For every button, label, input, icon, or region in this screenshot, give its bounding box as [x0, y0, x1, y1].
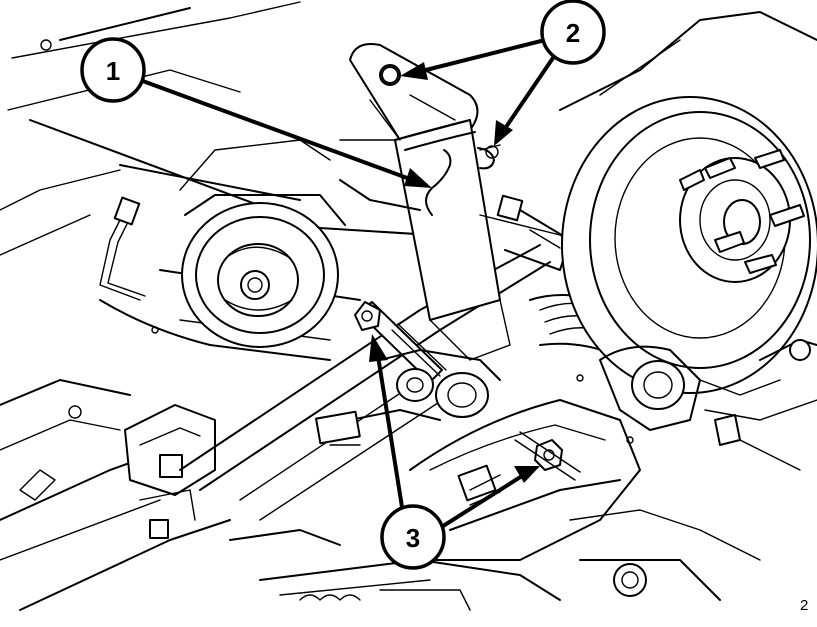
knuckle-right [599, 339, 817, 471]
knuckle-mount [315, 349, 501, 446]
upper-mount-clip [477, 147, 495, 170]
lower-frame-left [0, 326, 231, 611]
bushing-mount [181, 194, 346, 348]
callout-1-arrowhead [404, 168, 432, 188]
nut-lower [514, 431, 581, 481]
callout-3-arrowhead-bolt [369, 334, 388, 362]
shock-absorber [339, 43, 511, 361]
bracket-lower-left [124, 404, 216, 539]
callout-2-arrowhead-b [494, 120, 513, 146]
brake-line-left [99, 196, 146, 301]
callout-1-leader [138, 78, 420, 184]
callout-1-label: 1 [106, 56, 120, 86]
upper-mount-nut [381, 66, 399, 84]
callout-3-leader-bolt [376, 354, 404, 509]
callout-2-leader-b [502, 53, 557, 132]
callout-3-leader-nut [438, 474, 524, 530]
callout-2: 2 [381, 0, 606, 170]
frame-member-upper-left [0, 1, 301, 256]
lower-rack [229, 374, 761, 611]
figure-id: 2 [800, 597, 808, 614]
callout-3-circle [380, 504, 446, 570]
bolt-long [354, 301, 447, 383]
brake-rotor-hub [559, 11, 817, 394]
callout-2-circle [540, 0, 606, 65]
callout-2-label: 2 [566, 18, 580, 48]
callout-3-label: 3 [406, 523, 420, 553]
hose-clip-curl [425, 149, 452, 216]
callout-2-leader-a [416, 38, 547, 74]
callout-3-arrowhead-nut [514, 466, 540, 483]
callout-1: 1 [80, 37, 452, 216]
callout-3: 3 [369, 334, 540, 570]
callout-2-arrowhead-a [400, 62, 428, 80]
callout-1-circle [80, 37, 146, 103]
